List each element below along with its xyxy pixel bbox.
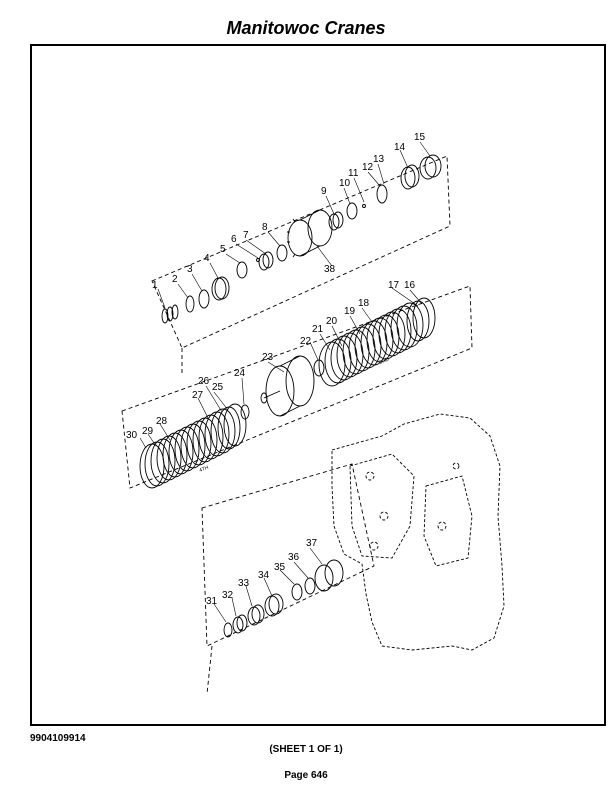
callout-23: 23 bbox=[262, 352, 274, 363]
callout-21: 21 bbox=[312, 324, 324, 335]
callout-6: 6 bbox=[231, 234, 237, 245]
callout-38: 38 bbox=[324, 264, 336, 275]
callout-11: 11 bbox=[348, 168, 359, 179]
ring-24 bbox=[240, 404, 250, 420]
callout-24: 24 bbox=[234, 368, 246, 379]
callout-36: 36 bbox=[288, 552, 300, 563]
callout-31: 31 bbox=[206, 596, 218, 607]
callout-27: 27 bbox=[192, 390, 204, 401]
callout-9: 9 bbox=[321, 186, 327, 197]
callout-20: 20 bbox=[326, 316, 338, 327]
callout-10: 10 bbox=[339, 178, 351, 189]
callout-18: 18 bbox=[358, 298, 370, 309]
callout-4: 4 bbox=[204, 253, 210, 264]
lower-group-boundary bbox=[201, 463, 375, 647]
callout-3: 3 bbox=[187, 264, 193, 275]
callout-5: 5 bbox=[220, 244, 226, 255]
document-number: 9904109914 bbox=[30, 733, 86, 744]
callout-30: 30 bbox=[126, 430, 138, 441]
callout-7: 7 bbox=[243, 230, 249, 241]
upper-group-boundary bbox=[151, 155, 451, 349]
fourth-pack-label: 4TH bbox=[199, 465, 210, 474]
third-clutch-pack bbox=[313, 297, 436, 387]
callout-8: 8 bbox=[262, 222, 268, 233]
diagram-frame: 3RD 4TH 1 2 3 4 5 6 7 8 9 10 11 12 13 14… bbox=[30, 44, 606, 726]
callout-34: 34 bbox=[258, 570, 270, 581]
transmission-housing bbox=[331, 413, 505, 651]
gear-38 bbox=[287, 209, 333, 258]
callout-2: 2 bbox=[172, 274, 178, 285]
callout-22: 22 bbox=[300, 336, 312, 347]
upper-parts-row bbox=[161, 154, 442, 324]
callout-32: 32 bbox=[222, 590, 234, 601]
exploded-parts-diagram: 3RD 4TH 1 2 3 4 5 6 7 8 9 10 11 12 13 14… bbox=[121, 132, 505, 695]
fourth-clutch-pack bbox=[139, 403, 247, 489]
callout-19: 19 bbox=[344, 306, 356, 317]
callout-12: 12 bbox=[362, 162, 374, 173]
middle-group-boundary bbox=[121, 285, 473, 489]
page-title: Manitowoc Cranes bbox=[226, 18, 386, 38]
callout-29: 29 bbox=[142, 426, 154, 437]
callout-15: 15 bbox=[414, 132, 426, 143]
callout-25: 25 bbox=[212, 382, 224, 393]
callout-1: 1 bbox=[152, 280, 158, 291]
callout-14: 14 bbox=[394, 142, 406, 153]
callout-37: 37 bbox=[306, 538, 318, 549]
callout-35: 35 bbox=[274, 562, 286, 573]
clutch-hub-23 bbox=[260, 355, 315, 417]
callout-17: 17 bbox=[388, 280, 400, 291]
sheet-indicator: (SHEET 1 OF 1) bbox=[269, 744, 343, 755]
third-pack-label: 3RD bbox=[379, 356, 391, 365]
callout-26: 26 bbox=[198, 376, 210, 387]
page-number: Page 646 bbox=[284, 770, 328, 781]
callout-28: 28 bbox=[156, 416, 168, 427]
callout-33: 33 bbox=[238, 578, 250, 589]
leader-lines bbox=[139, 141, 431, 623]
callout-16: 16 bbox=[404, 280, 416, 291]
callout-13: 13 bbox=[373, 154, 385, 165]
